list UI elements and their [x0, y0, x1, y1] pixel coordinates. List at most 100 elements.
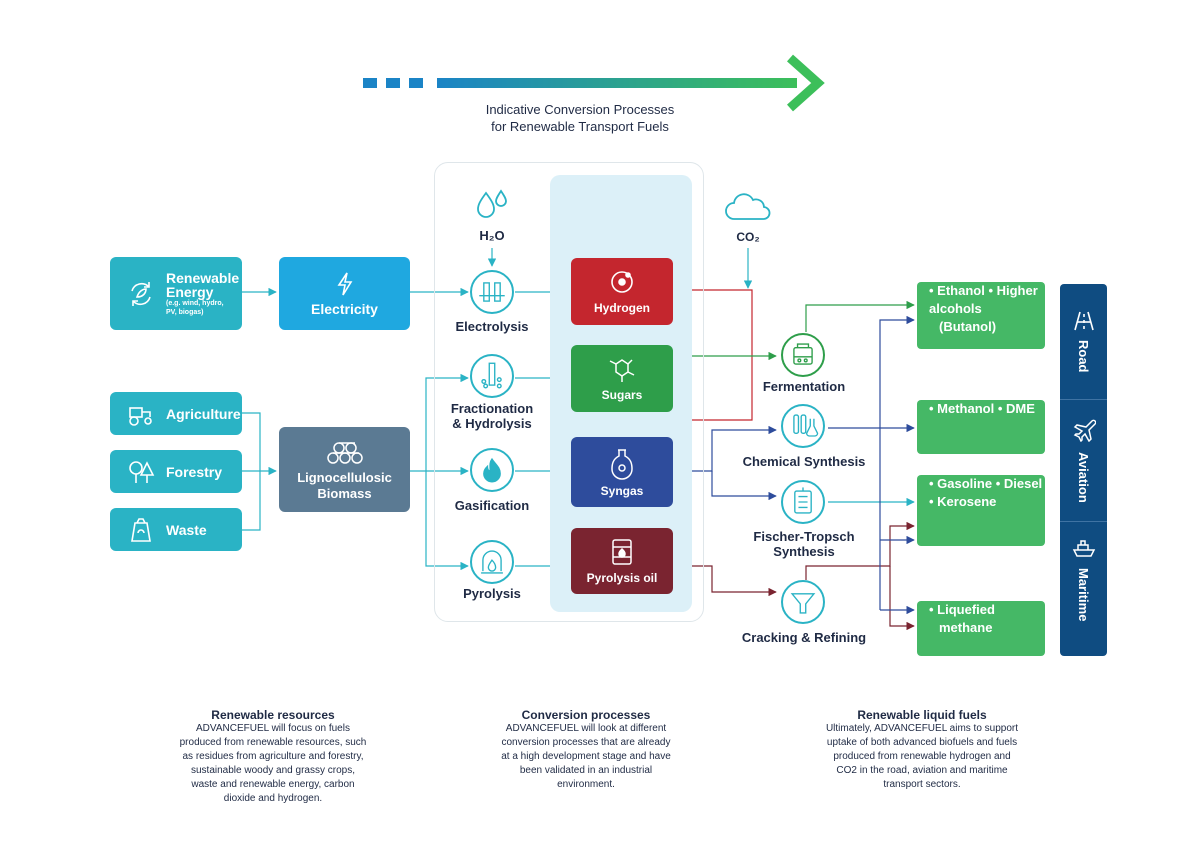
footer-fuels: Renewable liquid fuels Ultimately, ADVAN…: [806, 708, 1038, 792]
water-drops-icon: [474, 187, 510, 223]
agriculture-box: Agriculture: [110, 392, 242, 435]
biomass-box: Lignocellulosic Biomass: [279, 427, 410, 512]
lightning-icon: [334, 271, 356, 297]
tractor-icon: [126, 399, 156, 429]
footer-resources-line: sustainable woody and grassy crops,: [191, 765, 355, 776]
footer-conversion-line: environment.: [557, 779, 615, 790]
electrolysis-icon: [479, 282, 505, 302]
fuels-methanol-box: • Methanol • DME: [917, 400, 1045, 454]
waste-box: Waste: [110, 508, 242, 551]
h2o-label: H₂O: [479, 228, 505, 243]
footer-resources-line: ADVANCEFUEL will focus on fuels: [196, 723, 350, 734]
test-tubes-icon: [793, 414, 819, 437]
aviation-section: Aviation: [1060, 400, 1107, 522]
fuel-ethanol: • Ethanol: [929, 283, 985, 298]
fuel-kerosene: • Kerosene: [929, 494, 997, 509]
agriculture-label: Agriculture: [166, 405, 241, 422]
logs-icon: [323, 438, 367, 466]
fuel-methane: methane: [939, 620, 993, 635]
pyrolysis-oil-box: Pyrolysis oil: [571, 528, 673, 594]
cracking-label: Cracking & Refining: [741, 630, 867, 645]
oil-barrel-icon: [610, 538, 634, 566]
maritime-section: Maritime: [1060, 522, 1107, 656]
fermentation-circle: [781, 333, 825, 377]
hydrogen-label: Hydrogen: [593, 300, 650, 315]
forestry-label: Forestry: [166, 463, 223, 480]
fuel-diesel: • Diesel: [995, 476, 1043, 491]
fuels-hydrocarbons-box: • Gasoline • Diesel • Kerosene: [917, 475, 1045, 546]
fuel-dme: • DME: [997, 401, 1035, 416]
fractionation-label: Fractionation & Hydrolysis: [436, 401, 548, 431]
sugars-box: Sugars: [571, 345, 673, 412]
fuels-methane-box: • Liquefied methane: [917, 601, 1045, 656]
footer-fuels-line: Ultimately, ADVANCEFUEL aims to support: [825, 723, 1019, 734]
footer-conversion-line: conversion processes that are already: [501, 737, 671, 748]
airplane-icon: [1072, 418, 1096, 443]
renewable-energy-box: Renewable Energy (e.g. wind, hydro, PV, …: [110, 257, 242, 330]
biomass-label-line1: Lignocellulosic: [297, 469, 392, 485]
footer-resources-line: dioxide and hydrogen.: [223, 793, 323, 804]
flame-icon: [483, 457, 501, 483]
waste-bag-icon: [126, 515, 156, 545]
fractionation-icon: [481, 362, 502, 389]
fractionation-circle: [470, 354, 514, 398]
footer-conversion: Conversion processes ADVANCEFUEL will lo…: [486, 708, 686, 792]
fractionation-label-line2: & Hydrolysis: [452, 416, 532, 431]
cracking-circle: [781, 580, 825, 624]
syngas-label: Syngas: [600, 484, 644, 498]
fermenter-icon: [793, 343, 813, 365]
electricity-box: Electricity: [279, 257, 410, 330]
footer-conversion-line: been validated in an industrial: [519, 765, 653, 776]
syngas-box: Syngas: [571, 437, 673, 507]
header-title: Indicative Conversion Processes for Rene…: [400, 101, 760, 135]
sugars-label: Sugars: [601, 387, 643, 402]
hydrogen-box: Hydrogen: [571, 258, 673, 325]
footer-fuels-line: uptake of both advanced biofuels and fue…: [826, 737, 1018, 748]
chemical-synthesis-circle: [781, 404, 825, 448]
footer-resources-line: as residues from agriculture and forestr…: [182, 751, 364, 762]
waste-label: Waste: [166, 521, 207, 538]
reactor-icon: [794, 487, 812, 514]
fuel-higher-alcohols: • Higher alcohols: [929, 283, 1038, 316]
footer-fuels-line: transport sectors.: [883, 779, 961, 790]
cloud-icon: [724, 193, 772, 223]
electricity-label: Electricity: [311, 300, 378, 317]
chemical-synthesis-label: Chemical Synthesis: [742, 454, 866, 469]
fuel-liquefied: • Liquefied: [929, 602, 995, 617]
gasification-circle: [470, 448, 514, 492]
fermentation-label: Fermentation: [762, 379, 846, 394]
footer-resources-heading: Renewable resources: [211, 708, 335, 722]
fischer-tropsch-circle: [781, 480, 825, 524]
footer-resources: Renewable resources ADVANCEFUEL will foc…: [165, 708, 381, 806]
header-arrow: [363, 54, 825, 112]
gas-flask-icon: [609, 446, 635, 480]
fischer-tropsch-label: Fischer-Tropsch Synthesis: [740, 529, 868, 559]
fuel-gasoline: • Gasoline: [929, 476, 993, 491]
biomass-label-line2: Biomass: [317, 485, 372, 501]
forestry-box: Forestry: [110, 450, 242, 493]
renewable-energy-title2: Energy: [166, 283, 214, 300]
footer-conversion-line: at a high development stage and have: [501, 751, 671, 762]
funnel-icon: [790, 593, 816, 614]
transport-sectors-panel: Road Aviation Maritime: [1060, 284, 1107, 656]
footer-fuels-line: produced from renewable hydrogen and: [833, 751, 1011, 762]
electrolysis-label: Electrolysis: [455, 319, 529, 334]
road-icon: [1073, 310, 1095, 332]
pyrolysis-label: Pyrolysis: [463, 586, 521, 601]
hydrogen-atom-icon: [609, 269, 635, 295]
molecule-icon: [605, 356, 639, 384]
road-label: Road: [1076, 340, 1091, 373]
fuel-methanol: • Methanol: [929, 401, 995, 416]
fuel-butanol: (Butanol): [939, 319, 997, 334]
co2-label: CO₂: [736, 230, 760, 244]
footer-conversion-line: ADVANCEFUEL will look at different: [505, 723, 667, 734]
pyrolysis-circle: [470, 540, 514, 584]
gasification-label: Gasification: [454, 498, 530, 513]
fuels-alcohols-box: • Ethanol • Higher alcohols (Butanol): [917, 282, 1045, 349]
fractionation-label-line1: Fractionation: [450, 401, 534, 416]
footer-fuels-line: CO2 in the road, aviation and maritime: [836, 765, 1008, 776]
furnace-icon: [481, 550, 503, 574]
footer-fuels-heading: Renewable liquid fuels: [857, 708, 987, 722]
renewable-energy-sub2: PV, biogas): [166, 308, 204, 316]
footer-resources-line: produced from renewable resources, such: [179, 737, 367, 748]
